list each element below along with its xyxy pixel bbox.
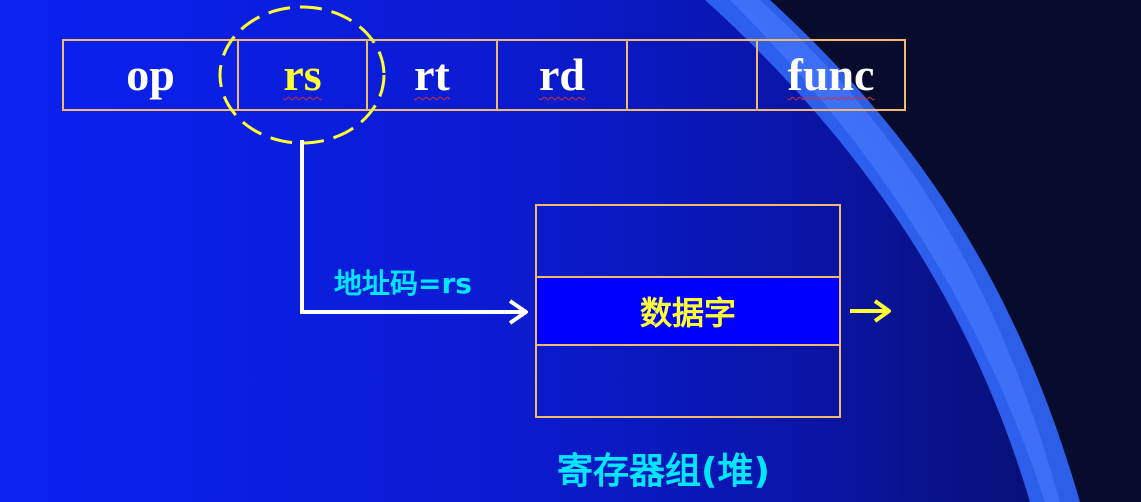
register-data-cell: 数据字 [535,276,841,346]
register-cell-top [535,204,841,278]
field-rd-label: rd [539,49,585,100]
field-shamt [626,39,758,111]
field-rd: rd [496,39,628,111]
field-rs: rs [237,39,368,111]
register-file-caption: 寄存器组(堆) [557,451,770,492]
field-rt-label: rt [414,49,450,100]
field-rt: rt [366,39,498,111]
field-op-label: op [126,49,175,100]
field-func-label: func [787,49,875,100]
address-code-label: 地址码=rs [334,267,472,300]
register-cell-bottom [535,344,841,418]
data-word-label: 数据字 [639,294,736,332]
field-func: func [756,39,906,111]
field-rs-label: rs [283,49,322,100]
field-op: op [62,39,239,111]
